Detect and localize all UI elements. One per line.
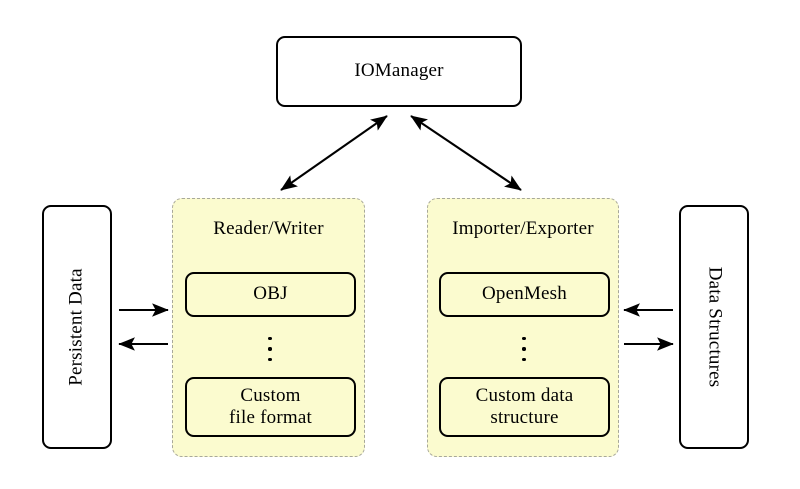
ellipsis-reader-writer: [260, 330, 280, 362]
custom-file-format-label: Custom file format: [229, 384, 312, 428]
node-openmesh[interactable]: OpenMesh: [439, 272, 610, 317]
obj-label: OBJ: [253, 283, 288, 305]
openmesh-label: OpenMesh: [482, 283, 567, 305]
persistent-data-label: Persistent Data: [65, 268, 87, 386]
node-io-manager[interactable]: IOManager: [276, 36, 522, 107]
ellipsis-importer-exporter: [514, 330, 534, 362]
node-obj[interactable]: OBJ: [185, 272, 356, 317]
node-persistent-data[interactable]: Persistent Data: [42, 205, 112, 449]
group-title-importer-exporter: Importer/Exporter: [452, 218, 594, 239]
dot: [268, 337, 272, 341]
io-manager-label: IOManager: [354, 60, 444, 82]
node-custom-data-structure[interactable]: Custom data structure: [439, 377, 610, 437]
dot: [268, 357, 272, 362]
group-title-reader-writer: Reader/Writer: [213, 218, 324, 239]
arrow-manager-to-importer-exporter: [410, 115, 522, 191]
dot: [522, 337, 526, 341]
dot: [268, 347, 272, 351]
custom-data-structure-label: Custom data structure: [475, 384, 574, 428]
dot: [522, 347, 526, 351]
node-data-structures[interactable]: Data Structures: [679, 205, 749, 449]
node-custom-file-format[interactable]: Custom file format: [185, 377, 356, 437]
data-structures-label: Data Structures: [704, 266, 726, 388]
dot: [522, 357, 526, 362]
arrow-manager-to-reader-writer: [280, 115, 388, 191]
